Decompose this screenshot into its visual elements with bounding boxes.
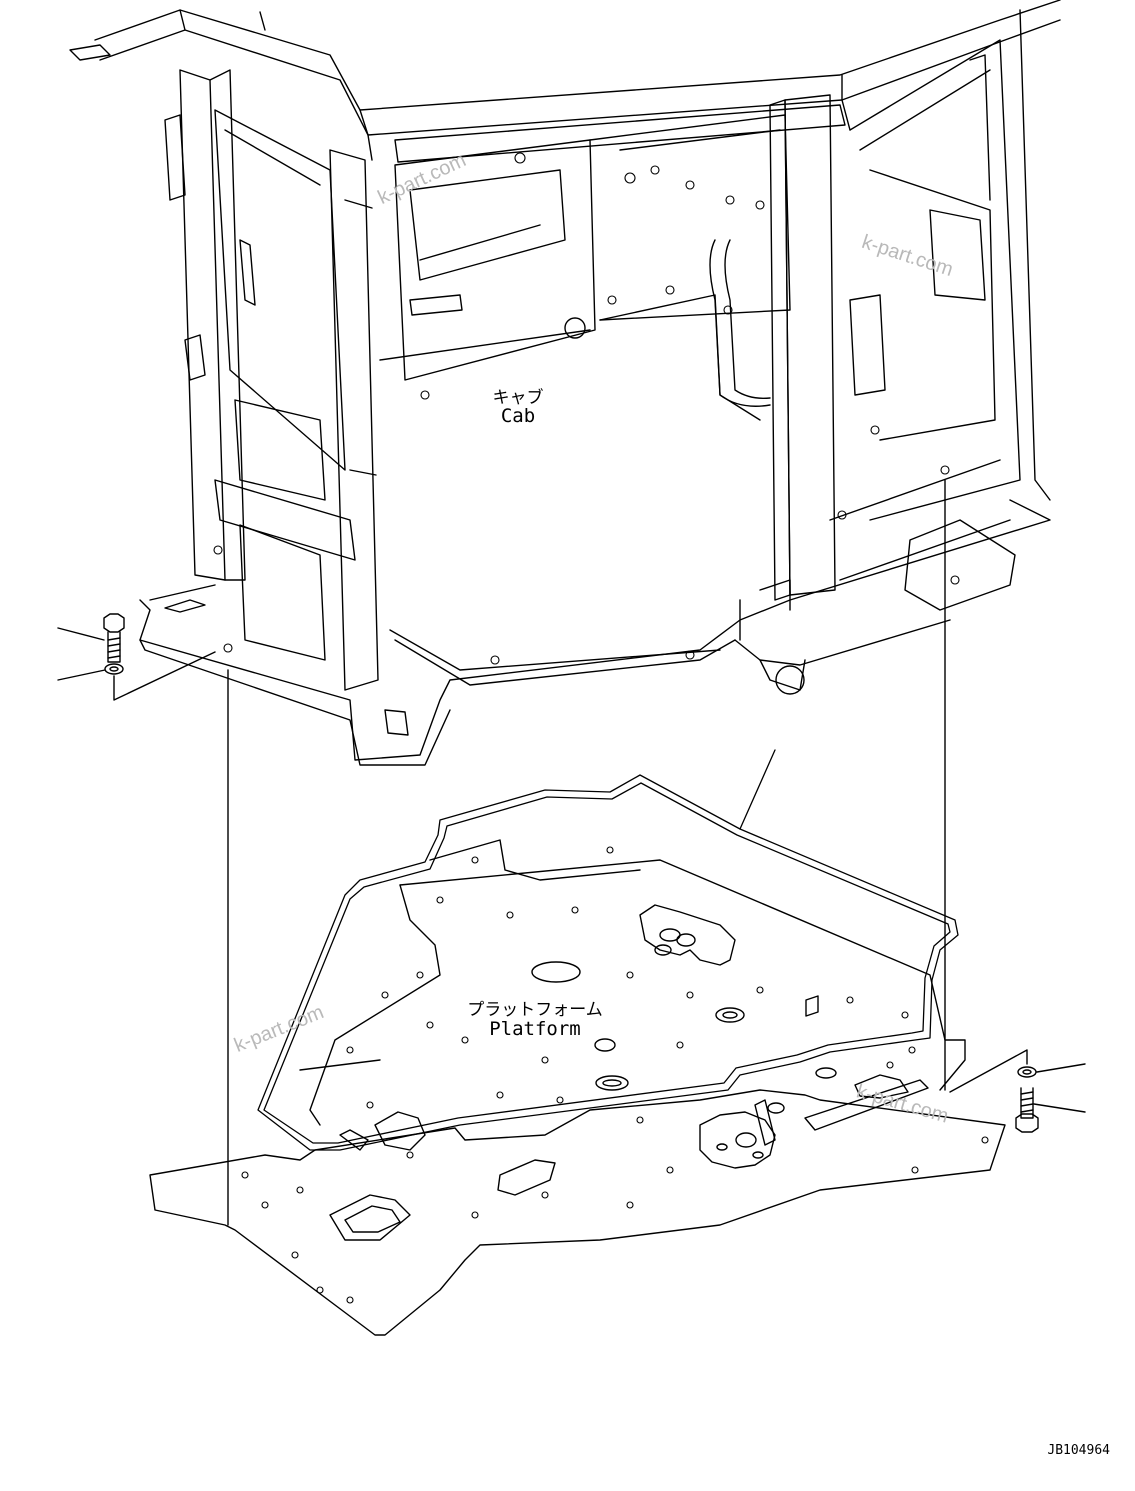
- platform-label-jp: プラットフォーム: [467, 1000, 603, 1020]
- leader-line-bolt-left: [57, 627, 105, 641]
- washer-left-icon: [104, 663, 124, 675]
- cab-frame: [69, 0, 1061, 766]
- leader-line-washer-left: [57, 669, 106, 681]
- drawing-code: JB104964: [1047, 1443, 1110, 1458]
- cab-holes: [213, 152, 960, 665]
- assembly-line-left: [113, 651, 229, 1226]
- platform-label-en: Platform: [489, 1018, 581, 1040]
- platform-seal-gasket: [257, 749, 959, 1151]
- bolt-right-icon: [1015, 1087, 1039, 1133]
- assembly-line-right: [944, 479, 1028, 1093]
- platform-floor: [149, 839, 1006, 1336]
- cab-label-en: Cab: [500, 405, 536, 427]
- leader-line-bolt-right: [1033, 1103, 1086, 1113]
- cab-label-jp: キャブ: [492, 388, 544, 408]
- bolt-left-icon: [103, 613, 125, 663]
- platform-holes: [241, 846, 989, 1304]
- washer-right-icon: [1017, 1066, 1037, 1078]
- leader-line-washer-right: [1036, 1063, 1086, 1073]
